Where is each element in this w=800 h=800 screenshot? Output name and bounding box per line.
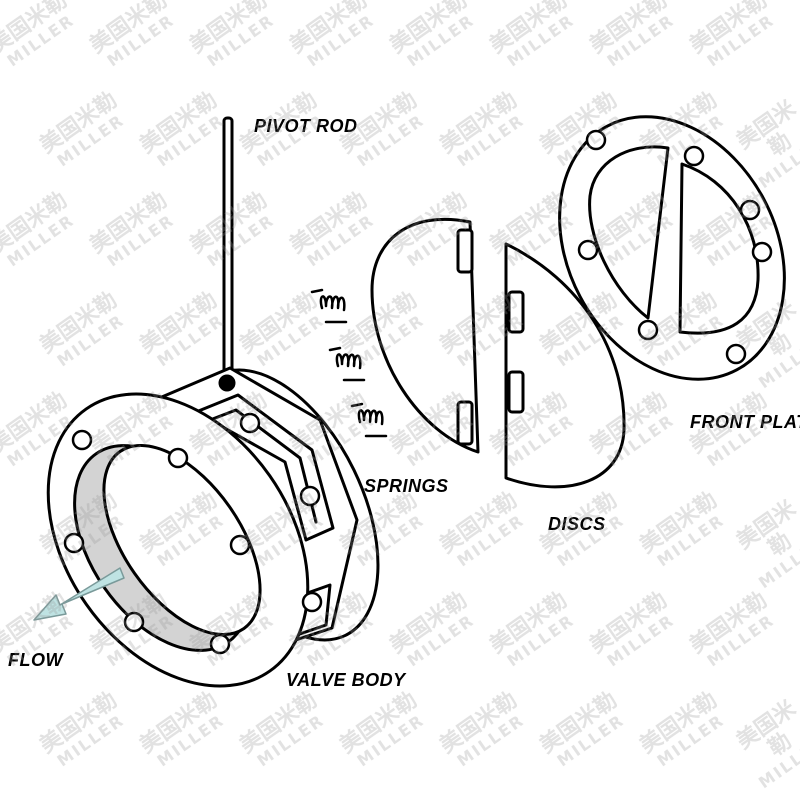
pivot-rod (222, 116, 234, 376)
bolt-hole (301, 591, 323, 613)
front-plate-bolt-holes (577, 129, 773, 365)
spring (310, 288, 348, 324)
label-valve-body: VALVE BODY (286, 670, 406, 690)
bolt-hole (585, 129, 607, 151)
bolt-hole (229, 534, 251, 556)
bolt-hole (71, 429, 93, 451)
label-flow: FLOW (8, 650, 63, 670)
bolt-hole (739, 199, 761, 221)
body-window (194, 393, 335, 542)
bolt-hole (123, 611, 145, 633)
bolt-hole (637, 319, 659, 341)
bolt-hole (63, 532, 85, 554)
disc-hinge (507, 290, 525, 334)
spring (350, 402, 388, 438)
front-plate-opening (588, 145, 670, 320)
springs (310, 288, 388, 438)
valve-bore-inner (102, 443, 262, 637)
label-front-plate: FRONT PLATE (690, 412, 800, 432)
pivot-hole (218, 374, 236, 392)
label-springs: SPRINGS (364, 476, 449, 496)
bolt-hole (167, 447, 189, 469)
bolt-hole (209, 633, 231, 655)
bolt-hole (751, 241, 773, 263)
bolt-hole (683, 145, 705, 167)
disc-hinge (456, 400, 474, 446)
spring (328, 346, 366, 382)
valve-body (46, 366, 380, 688)
disc-hinge (507, 370, 525, 414)
bolt-hole (725, 343, 747, 365)
flange-bolt-holes (63, 412, 323, 655)
label-discs: DISCS (548, 514, 606, 534)
disc-right (504, 242, 626, 489)
label-pivot-rod: PIVOT ROD (254, 116, 358, 136)
front-plate (558, 115, 786, 381)
bolt-hole (239, 412, 261, 434)
front-plate-opening (678, 162, 760, 335)
disc-left (370, 217, 480, 454)
bolt-hole (577, 239, 599, 261)
bolt-hole (299, 485, 321, 507)
disc-hinge (456, 228, 474, 274)
flow-arrow (33, 567, 125, 621)
